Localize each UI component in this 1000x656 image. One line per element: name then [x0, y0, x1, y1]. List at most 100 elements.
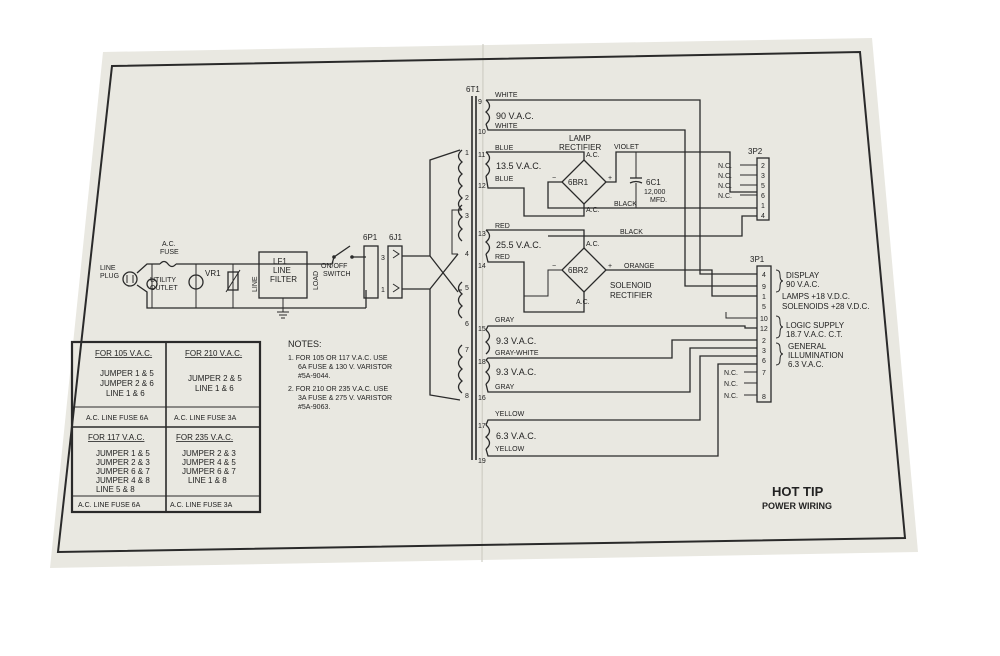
lf1-line-tag: LINE	[252, 276, 259, 292]
lamp-rectifier-title-2: RECTIFIER	[559, 143, 601, 152]
jumper-105-heading: FOR 105 V.A.C.	[95, 349, 152, 358]
vr1-label: VR1	[205, 269, 221, 278]
utility-outlet-label-1: UTILITY	[150, 277, 176, 284]
primary-winding-3-4	[457, 204, 463, 242]
p31-general-label-1: GENERAL	[788, 342, 827, 351]
notes-heading: NOTES:	[288, 339, 322, 349]
jumper-117-line-1: JUMPER 1 & 5	[96, 449, 150, 458]
capacitor-6c1-unit: MFD.	[650, 197, 667, 204]
p31-pin-3: 3	[762, 348, 766, 355]
p32-nc-1: N.C.	[718, 163, 732, 170]
sec-voltage-9-3-a: 9.3 V.A.C.	[496, 336, 536, 346]
jumper-117-line-5: LINE 5 & 8	[96, 485, 135, 494]
rect2-ac-top: A.C.	[586, 241, 600, 248]
wire-gray-2: GRAY	[495, 384, 515, 391]
diagram-subtitle: POWER WIRING	[762, 501, 832, 511]
p32-nc-2: N.C.	[718, 173, 732, 180]
sec-pin-12: 12	[478, 183, 486, 190]
bridge-rectifier-6br2	[561, 247, 607, 293]
primary-pin-2: 2	[465, 195, 469, 202]
utility-outlet-symbol	[146, 278, 158, 290]
p31-nc-2: N.C.	[724, 381, 738, 388]
wire-gray-white: GRAY-WHITE	[495, 350, 539, 357]
p31-general-label-2: ILLUMINATION	[788, 351, 844, 360]
connector-3p2-label: 3P2	[748, 147, 763, 156]
rect1-ac-top: A.C.	[586, 152, 600, 159]
outlet-receptacle-symbol	[188, 274, 204, 290]
p31-pin-2: 2	[762, 338, 766, 345]
ac-fuse-label-1: A.C.	[162, 241, 176, 248]
sec-voltage-6-3: 6.3 V.A.C.	[496, 431, 536, 441]
p32-pin-3: 3	[761, 173, 765, 180]
jumper-235-line-3: JUMPER 6 & 7	[182, 467, 236, 476]
note-2-line-2: 3A FUSE & 275 V. VARISTOR	[298, 395, 392, 402]
jumper-117-line-2: JUMPER 2 & 3	[96, 458, 150, 467]
jumper-117-fuse: A.C. LINE FUSE 6A	[78, 502, 141, 509]
p31-lamps-label: LAMPS +18 V.D.C.	[782, 292, 850, 301]
p31-nc-1: N.C.	[724, 370, 738, 377]
sec-pin-17: 17	[478, 423, 486, 430]
wire-red-1: RED	[495, 223, 510, 230]
p31-pin-12: 12	[760, 326, 768, 333]
varistor-vr1-symbol	[227, 271, 239, 291]
line-plug-label-2: PLUG	[100, 273, 119, 280]
p32-pin-5: 5	[761, 183, 765, 190]
jumper-105-line-2: JUMPER 2 & 6	[100, 379, 154, 388]
ac-fuse-label-2: FUSE	[160, 249, 179, 256]
primary-pin-5: 5	[465, 285, 469, 292]
p32-pin-4: 4	[761, 213, 765, 220]
sec-pin-19: 19	[478, 458, 486, 465]
primary-pin-7: 7	[465, 347, 469, 354]
sec-voltage-13-5: 13.5 V.A.C.	[496, 161, 541, 171]
lf1-label-2: LINE	[273, 266, 291, 275]
rectifier-labels: LAMP RECTIFIER 6BR1 A.C. A.C. − + VIOLET…	[552, 134, 667, 306]
p31-logic-label-2: 18.7 V.A.C. C.T.	[786, 330, 843, 339]
jumper-105-line-3: LINE 1 & 6	[106, 389, 145, 398]
sec-pin-10: 10	[478, 129, 486, 136]
input-circuit: LINE PLUG A.C. FUSE UTILITY OUTLET VR1 L…	[100, 149, 461, 401]
jumper-210-line-2: LINE 1 & 6	[195, 384, 234, 393]
sec-pin-13: 13	[478, 231, 486, 238]
p31-display-label-1: DISPLAY	[786, 271, 820, 280]
sec-voltage-90: 90 V.A.C.	[496, 111, 534, 121]
lamp-rectifier-title-1: LAMP	[569, 134, 591, 143]
sec-voltage-9-3-b: 9.3 V.A.C.	[496, 367, 536, 377]
wire-yellow-1: YELLOW	[495, 411, 525, 418]
primary-pin-3: 3	[465, 213, 469, 220]
connector-3p1-label: 3P1	[750, 255, 765, 264]
connector-pin-3: 3	[381, 255, 385, 262]
p31-nc-3: N.C.	[724, 393, 738, 400]
wire-black-1: BLACK	[614, 201, 637, 208]
secondary-winding-13-14	[485, 229, 491, 255]
connector-3p1-body	[756, 265, 772, 403]
note-1-line-1: 1. FOR 105 OR 117 V.A.C. USE	[288, 355, 388, 362]
note-2-line-3: #5A-9063.	[298, 404, 330, 411]
connector-3p1: 3P1 4 9 1 5 10 12 2 3 6 7 8 N.C. N.C. N.…	[724, 255, 870, 403]
jumper-117-line-4: JUMPER 4 & 8	[96, 476, 150, 485]
p31-pin-9: 9	[762, 284, 766, 291]
switch-label-1: ON/OFF	[321, 263, 347, 270]
p31-pin-7: 7	[762, 370, 766, 377]
primary-pin-4: 4	[465, 251, 469, 258]
p31-pin-5: 5	[762, 304, 766, 311]
rectifier-6br2-label: 6BR2	[568, 266, 589, 275]
solenoid-rectifier-title-1: SOLENOID	[610, 281, 652, 290]
wire-white-1: WHITE	[495, 92, 518, 99]
primary-winding-1-2	[457, 149, 463, 211]
notes-block: NOTES: 1. FOR 105 OR 117 V.A.C. USE 6A F…	[288, 339, 392, 411]
connector-3p2: 3P2 2 3 5 6 1 4 N.C. N.C. N.C. N.C.	[718, 147, 770, 221]
primary-pin-1: 1	[465, 150, 469, 157]
rect1-plus: +	[608, 175, 612, 182]
jumper-235-line-4: LINE 1 & 8	[188, 476, 227, 485]
jumper-235-fuse: A.C. LINE FUSE 3A	[170, 502, 233, 509]
capacitor-6c1-label: 6C1	[646, 178, 661, 187]
transformer-6t1: 6T1 1 2 3 4 5 6 7 8	[451, 85, 491, 460]
primary-winding-7-8	[457, 344, 463, 394]
bridge-rectifier-6br1	[561, 159, 607, 205]
sec-pin-15: 15	[478, 326, 486, 333]
sec-voltage-25-5: 25.5 V.A.C.	[496, 240, 541, 250]
connector-6p1-label: 6P1	[363, 233, 378, 242]
p31-pin-4: 4	[762, 272, 766, 279]
jumper-210-line-1: JUMPER 2 & 5	[188, 374, 242, 383]
jumper-210-fuse: A.C. LINE FUSE 3A	[174, 415, 237, 422]
